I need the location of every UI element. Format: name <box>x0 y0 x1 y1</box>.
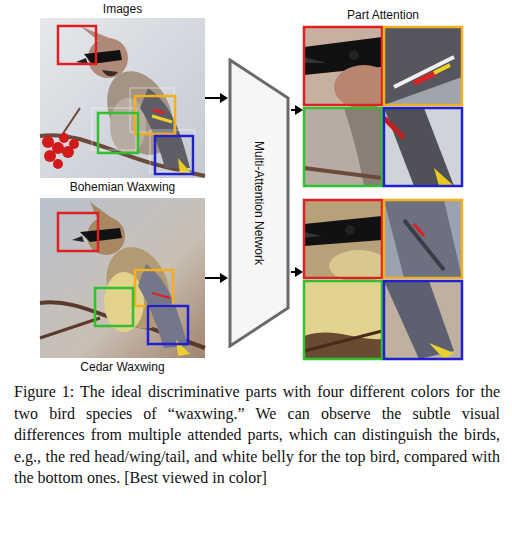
bohemian-photo-part-part <box>58 26 96 64</box>
image-node: Cedar Waxwing <box>40 198 205 376</box>
cedar-part-grid-part-part <box>345 225 355 235</box>
arrow-line <box>205 97 221 99</box>
bohemian-photo-part <box>152 116 172 122</box>
cedar-part-grid-part-part <box>429 343 454 359</box>
cedar-photo-part <box>72 236 84 242</box>
bohemian-photo-part-part <box>69 139 79 149</box>
cedar-part-grid-part-part <box>384 200 462 278</box>
bohemian-part-grid-part-part <box>394 57 454 87</box>
bohemian-photo <box>40 18 205 178</box>
cedar-photo-part-part <box>148 306 188 344</box>
bohemian-photo-part-part <box>98 113 138 153</box>
cedar-photo-part <box>104 272 144 332</box>
image-node: Bohemian Waxwing <box>40 18 205 196</box>
cedar-part-grid-part-part <box>304 333 382 359</box>
arrow-head <box>220 273 228 283</box>
network-label: Multi-Attention Network <box>252 141 266 265</box>
bohemian-photo-part <box>84 50 122 64</box>
bohemian-part-grid-part <box>384 27 462 105</box>
column-heading: Part Attention <box>303 8 463 22</box>
bohemian-photo-part <box>110 98 146 154</box>
output-arrows-part <box>295 267 303 277</box>
bohemian-part-grid-part-part <box>434 168 454 186</box>
bohemian-part-grid <box>304 27 462 186</box>
cedar-part-grid-part <box>384 200 462 278</box>
bohemian-photo-part <box>140 88 190 168</box>
bohemian-part-grid-part-part <box>304 108 382 186</box>
bohemian-part-grid-part-part <box>414 73 436 83</box>
bohemian-part-grid-part-part <box>304 108 382 186</box>
cedar-part-grid-part <box>304 200 389 282</box>
cedar-photo-part-part <box>95 288 133 326</box>
cedar-part-grid-part-part <box>304 216 382 246</box>
bohemian-part-grid-part-part <box>304 168 382 178</box>
cedar-photo-part-part <box>135 270 173 306</box>
cedar-part-grid-part-part <box>304 232 322 238</box>
cedar-part-grid-part <box>304 281 382 359</box>
flow-arrow <box>205 93 228 103</box>
cedar-photo-part <box>40 318 100 338</box>
bohemian-part-grid-part-part <box>384 118 404 138</box>
bohemian-photo-part-part <box>44 150 56 162</box>
bohemian-part-grid-part-part <box>434 65 450 73</box>
bohemian-part-grid-part-part <box>349 50 359 60</box>
bohemian-photo-part <box>102 70 118 76</box>
network-trapezoid: Multi-Attention Network <box>228 58 290 348</box>
cedar-part-grid-part-part <box>304 281 382 359</box>
column-heading: Images <box>40 2 205 16</box>
cedar-photo-part <box>90 202 112 220</box>
cedar-part-grid-part-part <box>384 281 462 359</box>
cedar-part-grid-part-part <box>404 220 444 270</box>
species-name: Bohemian Waxwing <box>40 180 205 194</box>
trapezoid-shape <box>230 60 288 346</box>
cedar-part-grid-part-part <box>384 281 462 359</box>
bohemian-photo-part <box>153 110 164 113</box>
bohemian-photo-part <box>58 26 193 174</box>
bohemian-part-grid-part-part <box>384 27 462 105</box>
cedar-part-grid-part-part <box>384 281 454 359</box>
arrow-line <box>205 277 221 279</box>
bohemian-photo-part-part <box>135 96 175 134</box>
cedar-part-grid-part-part <box>414 224 424 236</box>
bohemian-part-grid-part-part <box>384 108 462 186</box>
bohemian-photo-part-part <box>53 159 63 169</box>
cedar-part-grid <box>304 200 462 359</box>
flow-arrow <box>205 273 228 283</box>
cedar-part-grid-part-part <box>304 200 382 278</box>
species-name: Cedar Waxwing <box>40 360 205 374</box>
bohemian-part-grid-part <box>384 108 462 186</box>
bohemian-part-grid-part-part <box>384 27 462 105</box>
network-label-wrap: Multi-Attention Network <box>228 58 290 348</box>
figure-caption: Figure 1: The ideal discriminative parts… <box>14 381 500 489</box>
bohemian-part-grid-part-part <box>384 108 454 186</box>
bohemian-photo-part-part <box>155 136 193 174</box>
cedar-part-grid-part-part <box>304 281 382 359</box>
output-arrows <box>291 105 303 277</box>
bohemian-part-grid-part-part <box>384 27 462 105</box>
bohemian-part-grid-part-part <box>384 108 462 186</box>
cedar-photo-part <box>40 198 205 358</box>
cedar-part-grid-part-part <box>384 200 462 278</box>
bohemian-photo-part <box>42 133 79 169</box>
bohemian-photo-part-part <box>59 133 69 143</box>
bohemian-part-grid-part <box>304 27 394 109</box>
bohemian-part-grid-part <box>304 108 382 186</box>
cedar-part-grid-part-part <box>384 200 462 278</box>
cedar-photo-part <box>80 228 122 242</box>
cedar-photo-part <box>152 293 170 298</box>
cedar-part-grid-part <box>384 281 462 359</box>
bohemian-photo-part <box>92 88 194 172</box>
bohemian-photo-part-part <box>42 136 54 148</box>
bohemian-part-grid-part-part <box>304 27 382 105</box>
output-arrows-part <box>295 105 303 115</box>
bohemian-part-grid-part-part <box>304 57 326 63</box>
cedar-photo <box>40 198 205 358</box>
cedar-photo-part <box>58 213 188 344</box>
bohemian-photo-part <box>40 18 205 178</box>
cedar-photo-part-part <box>58 213 98 251</box>
bohemian-photo-part-part <box>130 88 174 132</box>
arrow-head <box>220 93 228 103</box>
cedar-part-grid-part-part <box>304 331 382 351</box>
